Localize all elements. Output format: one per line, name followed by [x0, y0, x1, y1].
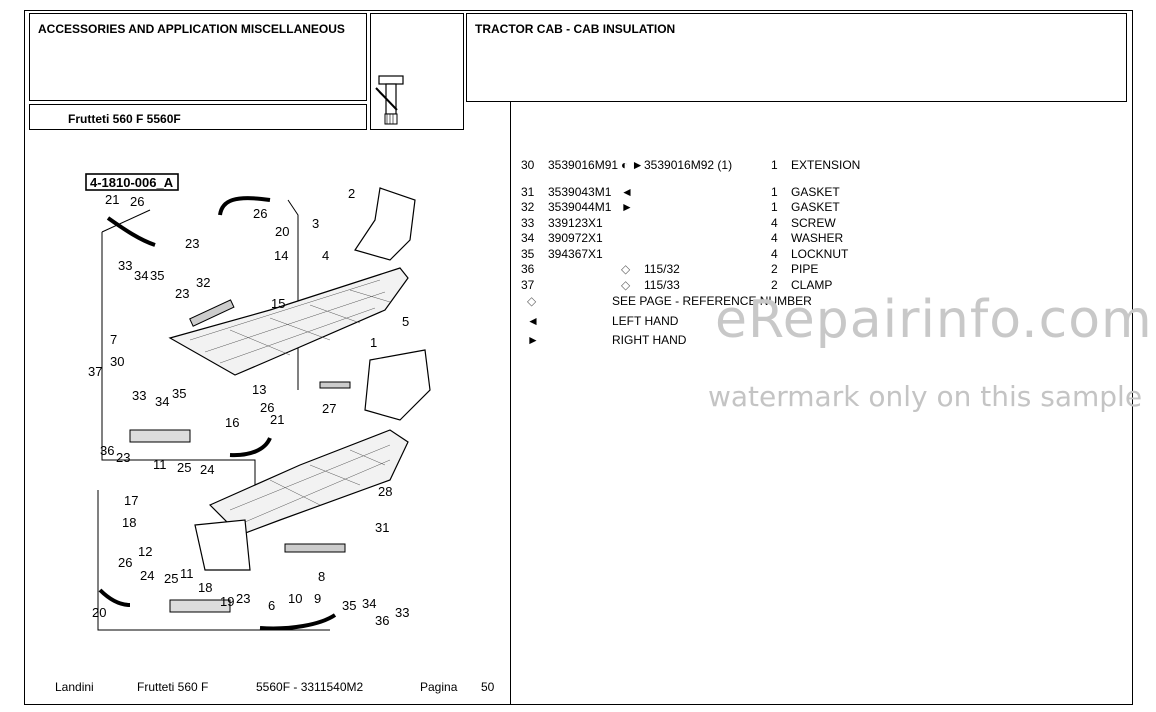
svg-text:36: 36 [100, 443, 114, 458]
watermark-note: watermark only on this sample [708, 380, 1143, 413]
svg-text:25: 25 [177, 460, 191, 475]
svg-text:26: 26 [260, 400, 274, 415]
svg-text:17: 17 [124, 493, 138, 508]
section-title-box: ACCESSORIES AND APPLICATION MISCELLANEOU… [29, 13, 367, 101]
svg-text:33: 33 [132, 388, 146, 403]
svg-text:30: 30 [110, 354, 124, 369]
svg-text:24: 24 [140, 568, 154, 583]
group-icon-box [370, 13, 464, 130]
group-title-box: TRACTOR CAB - CAB INSULATION [466, 13, 1127, 102]
svg-text:15: 15 [271, 296, 285, 311]
svg-text:16: 16 [225, 415, 239, 430]
svg-text:2: 2 [348, 186, 355, 201]
diagram-code: 4-1810-006_A [90, 175, 174, 190]
svg-text:35: 35 [172, 386, 186, 401]
svg-text:36: 36 [375, 613, 389, 628]
footer-brand: Landini [55, 680, 94, 694]
svg-text:27: 27 [322, 401, 336, 416]
svg-text:26: 26 [253, 206, 267, 221]
footer-page-label: Pagina [420, 680, 458, 694]
svg-text:34: 34 [134, 268, 148, 283]
footer-code: 5560F - 3311540M2 [256, 680, 364, 694]
svg-text:23: 23 [185, 236, 199, 251]
page-frame [24, 10, 1133, 705]
svg-text:4: 4 [322, 248, 329, 263]
group-title: TRACTOR CAB - CAB INSULATION [475, 22, 676, 36]
cab-insulation-icon [375, 75, 404, 125]
svg-text:8: 8 [318, 569, 325, 584]
watermark-site: eRepairinfo.com [715, 290, 1153, 350]
svg-text:13: 13 [252, 382, 266, 397]
svg-text:25: 25 [164, 571, 178, 586]
svg-text:31: 31 [375, 520, 389, 535]
svg-text:32: 32 [196, 275, 210, 290]
svg-text:20: 20 [275, 224, 289, 239]
svg-text:9: 9 [314, 591, 321, 606]
footer-page-number: 50 [481, 680, 495, 694]
svg-text:7: 7 [110, 332, 117, 347]
right-arrow-icon: ► [527, 333, 539, 347]
svg-text:3: 3 [312, 216, 319, 231]
svg-text:1: 1 [370, 335, 377, 350]
svg-text:23: 23 [236, 591, 250, 606]
svg-text:34: 34 [362, 596, 376, 611]
svg-text:24: 24 [200, 462, 214, 477]
svg-text:20: 20 [92, 605, 106, 620]
svg-text:18: 18 [198, 580, 212, 595]
reference-icon: ◇ [527, 294, 537, 308]
svg-text:35: 35 [342, 598, 356, 613]
svg-text:19: 19 [220, 594, 234, 609]
svg-text:28: 28 [378, 484, 392, 499]
model-box: Frutteti 560 F 5560F [29, 104, 367, 130]
svg-text:21: 21 [270, 412, 284, 427]
svg-text:33: 33 [395, 605, 409, 620]
svg-text:5: 5 [402, 314, 409, 329]
svg-text:11: 11 [153, 457, 167, 472]
svg-text:6: 6 [268, 598, 275, 613]
svg-text:10: 10 [288, 591, 302, 606]
column-divider [510, 102, 511, 705]
reference-icon: ◇ [621, 262, 631, 276]
svg-text:34: 34 [155, 394, 169, 409]
svg-text:26: 26 [118, 555, 132, 570]
svg-text:23: 23 [175, 286, 189, 301]
left-arrow-icon: ◄ [527, 314, 539, 328]
model-label: Frutteti 560 F 5560F [68, 112, 181, 126]
svg-text:12: 12 [138, 544, 152, 559]
svg-text:33: 33 [118, 258, 132, 273]
svg-text:21: 21 [105, 192, 119, 207]
section-title: ACCESSORIES AND APPLICATION MISCELLANEOU… [38, 22, 345, 36]
svg-text:23: 23 [116, 450, 130, 465]
svg-text:18: 18 [122, 515, 136, 530]
svg-text:11: 11 [180, 566, 194, 581]
svg-text:37: 37 [88, 364, 102, 379]
svg-text:35: 35 [150, 268, 164, 283]
svg-text:14: 14 [274, 248, 288, 263]
svg-text:26: 26 [130, 194, 144, 209]
footer-model: Frutteti 560 F [137, 680, 209, 694]
reference-icon: ◇ [621, 277, 631, 292]
